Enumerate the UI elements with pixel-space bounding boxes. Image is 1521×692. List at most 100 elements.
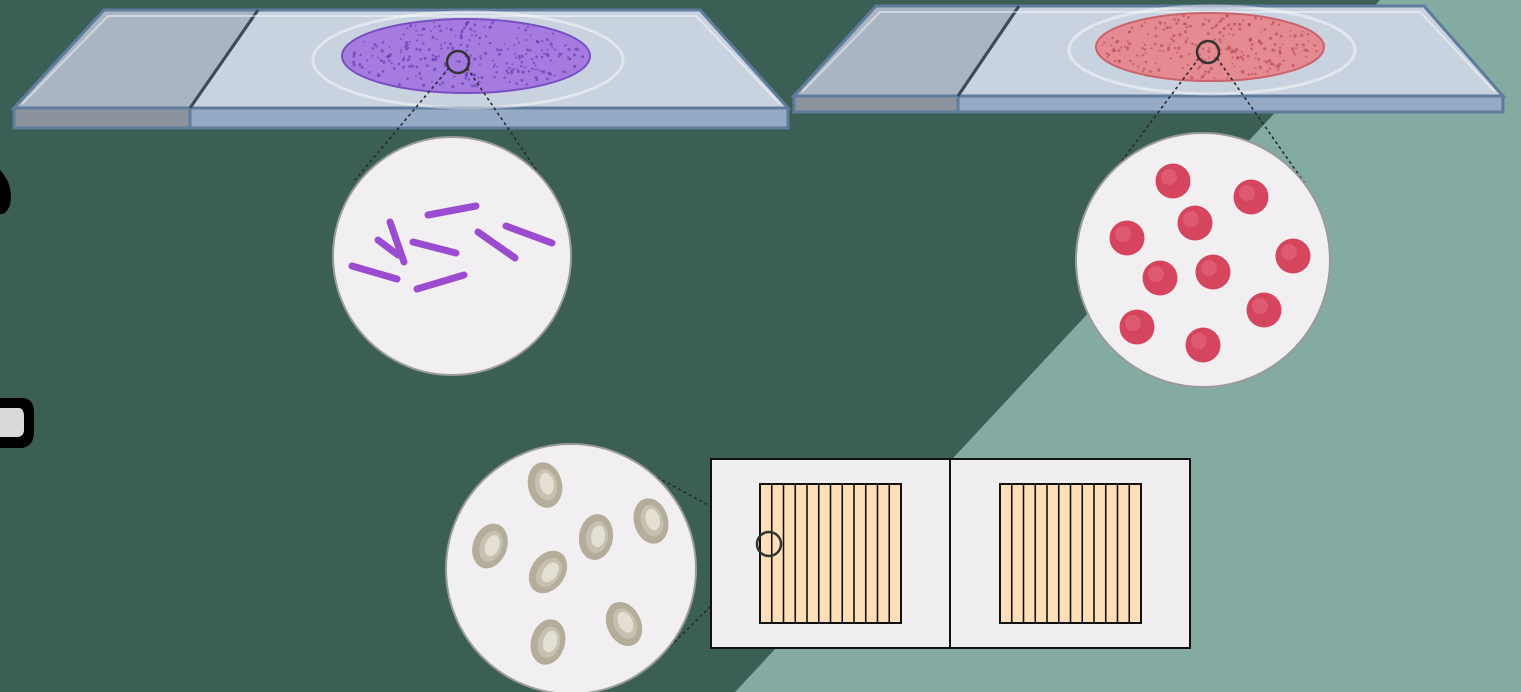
smear-speck [1315,49,1318,53]
smear-speck [425,64,429,68]
smear-speck [1247,73,1251,76]
smear-speck [1175,51,1179,54]
smear-speck [1218,38,1222,42]
smear-speck [513,44,516,46]
glass-slide-right [790,4,1507,114]
smear-speck [1117,48,1121,52]
smear-speck [381,41,385,44]
smear-speck [535,78,539,82]
smear-speck [461,82,464,85]
smear-speck [352,60,356,64]
smear-speck [1162,28,1165,31]
smear-speck [558,52,562,56]
red-blood-cell-shine [1239,185,1255,201]
smear-speck [368,71,371,74]
smear-speck [465,21,469,25]
smear-speck [543,52,546,55]
smear-speck [479,57,483,60]
rod-bacterium [386,218,408,266]
red-blood-cell-shine [1281,244,1297,260]
zoom-line-right-b [1216,57,1307,186]
smear-speck [402,33,405,36]
smear-speck [1222,17,1225,20]
smear-speck [479,55,481,57]
smear-speck [551,46,554,49]
yeast-cell [528,550,568,594]
smear-speck [549,59,553,62]
smear-speck [1259,17,1262,21]
smear-speck [1126,46,1130,50]
smear-speck [503,76,506,79]
counting-grid-right [999,483,1142,624]
smear-speck [1226,23,1231,27]
smear-speck [531,57,534,61]
smear-speck [1222,26,1227,31]
smear-speck [1128,59,1132,63]
smear-speck [1110,44,1113,47]
smear-speck [484,51,488,55]
smear-speck [433,25,436,28]
zoom-target-left [445,49,471,75]
smear-speck [1185,39,1188,42]
smear-speck [1219,19,1222,22]
slide-left-frosted-edge [12,106,192,130]
smear-speck [1260,31,1263,34]
smear-speck [541,39,544,43]
smear-speck [529,34,532,37]
smear-speck [1137,65,1140,68]
smear-speck [1306,50,1309,53]
smear-speck [469,54,472,57]
smear-speck [1257,40,1261,44]
smear-speck [1267,59,1272,63]
yeast-cell [633,498,669,544]
smear-speck [1154,26,1158,30]
smear-speck [352,63,356,67]
edge-glyph-bottom-inner [0,408,24,437]
smear-speck [534,64,537,67]
smear-speck [1228,33,1231,35]
smear-speck [1203,70,1207,73]
smear-speck [446,46,450,50]
smear-speck [1131,62,1135,66]
smear-speck [515,82,518,85]
smear-speck [1201,47,1205,50]
smear-speck [466,45,469,49]
smear-speck [1254,72,1257,76]
red-blood-cell-shine [1125,315,1141,331]
smear-speck [567,47,571,51]
smear-speck [1226,14,1229,17]
smear-speck [1278,46,1282,49]
smear-speck [545,38,549,42]
slide-left-label-divider [188,9,260,109]
rod-bacteria-group [348,202,556,293]
magnified-view-yeast [445,443,697,692]
smear-speck [459,33,463,38]
smear-speck [516,69,520,73]
smear-speck [427,48,431,51]
smear-speck [1207,19,1211,23]
smear-speck [386,55,389,58]
rod-bacterium [413,271,468,293]
smear-speck [1246,54,1250,58]
edge-glyph-top [0,170,11,215]
smear-speck [1241,70,1244,73]
smear-speck [1111,36,1114,40]
smear-speck [1232,34,1235,37]
glass-slide-left [10,8,792,130]
smear-speck [455,60,458,63]
smear-speck [1143,48,1147,51]
counting-grid-left [759,483,902,624]
smear-speck [457,60,461,64]
slide-left-highlight [21,15,781,105]
smear-speck [1278,62,1282,66]
smear-speck [1130,26,1134,30]
smear-speck [453,75,456,78]
smear-speck [352,51,357,55]
red-blood-cell-shine [1183,211,1199,227]
smear-speck [1250,43,1254,46]
smear-speck [1136,54,1139,57]
smear-speck [473,73,476,77]
smear-speck [1277,68,1280,71]
smear-speck [448,42,453,46]
smear-speck [358,63,361,66]
